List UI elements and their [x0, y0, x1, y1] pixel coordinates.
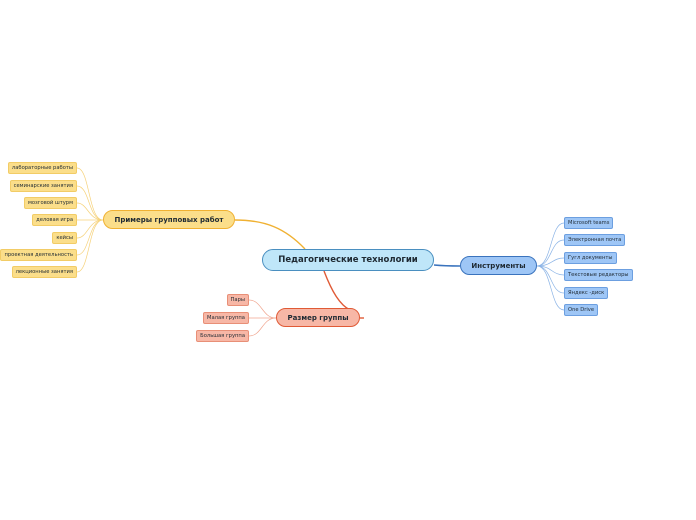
leaf-label: мозговой штурм: [27, 200, 73, 206]
leaf-size-1[interactable]: Пары: [226, 294, 249, 306]
connector-examples-6: [76, 219, 104, 256]
leaf-tools-5[interactable]: Яндекс -диск: [564, 287, 609, 299]
topic-label: Примеры групповых работ: [114, 215, 224, 224]
connector-root-examples: [234, 219, 306, 250]
leaf-tools-3[interactable]: Гугл документы: [564, 252, 617, 264]
leaf-label: Электронная почта: [568, 237, 622, 243]
leaf-tools-4[interactable]: Текстовые редакторы: [564, 269, 633, 281]
leaf-label: One Drive: [568, 307, 595, 313]
connector-root-tools: [433, 264, 461, 267]
leaf-label: семинарские занятия: [13, 183, 73, 189]
leaf-examples-6[interactable]: проектная деятельность: [0, 249, 77, 261]
leaf-examples-5[interactable]: кейсы: [52, 232, 77, 244]
connector-tools-3: [536, 257, 565, 267]
connector-tools-2: [536, 239, 565, 267]
leaf-label: Малая группа: [207, 315, 245, 321]
connector-examples-3: [76, 202, 104, 221]
leaf-label: Яндекс -диск: [568, 290, 605, 296]
connector-examples-2: [76, 185, 104, 221]
leaf-examples-4[interactable]: деловая игра: [32, 214, 77, 226]
leaf-examples-3[interactable]: мозговой штурм: [23, 197, 77, 209]
connector-tools-1: [536, 222, 565, 267]
connector-size-1: [248, 299, 277, 319]
topic-tools[interactable]: Инструменты: [460, 256, 537, 275]
leaf-label: проектная деятельность: [4, 252, 73, 258]
root-topic[interactable]: Педагогические технологии: [262, 249, 434, 271]
leaf-tools-1[interactable]: Microsoft teams: [564, 217, 614, 229]
topic-group-size[interactable]: Размер группы: [276, 308, 360, 327]
leaf-label: Пары: [230, 297, 245, 303]
leaf-label: Большая группа: [200, 333, 245, 339]
leaf-label: деловая игра: [36, 217, 73, 223]
leaf-label: лекционные занятия: [15, 269, 73, 275]
leaf-examples-1[interactable]: лабораторные работы: [7, 162, 77, 174]
leaf-label: Microsoft teams: [568, 220, 610, 226]
connector-examples-7: [76, 219, 104, 273]
leaf-size-2[interactable]: Малая группа: [203, 312, 249, 324]
connector-tools-6: [536, 265, 565, 311]
leaf-tools-6[interactable]: One Drive: [564, 304, 599, 316]
topic-group-work-examples[interactable]: Примеры групповых работ: [103, 210, 235, 229]
leaf-size-3[interactable]: Большая группа: [196, 330, 249, 342]
connector-size-3: [248, 317, 277, 337]
connector-root-size: [323, 270, 351, 311]
leaf-examples-7[interactable]: лекционные занятия: [11, 266, 77, 278]
leaf-label: кейсы: [56, 235, 73, 241]
topic-label: Инструменты: [471, 261, 526, 270]
connector-examples-1: [76, 167, 104, 221]
topic-label: Размер группы: [287, 313, 349, 322]
leaf-label: Текстовые редакторы: [568, 272, 629, 278]
leaf-label: Гугл документы: [568, 255, 613, 261]
leaf-label: лабораторные работы: [11, 165, 73, 171]
root-topic-label: Педагогические технологии: [278, 255, 418, 265]
leaf-tools-2[interactable]: Электронная почта: [564, 234, 626, 246]
leaf-examples-2[interactable]: семинарские занятия: [9, 180, 77, 192]
